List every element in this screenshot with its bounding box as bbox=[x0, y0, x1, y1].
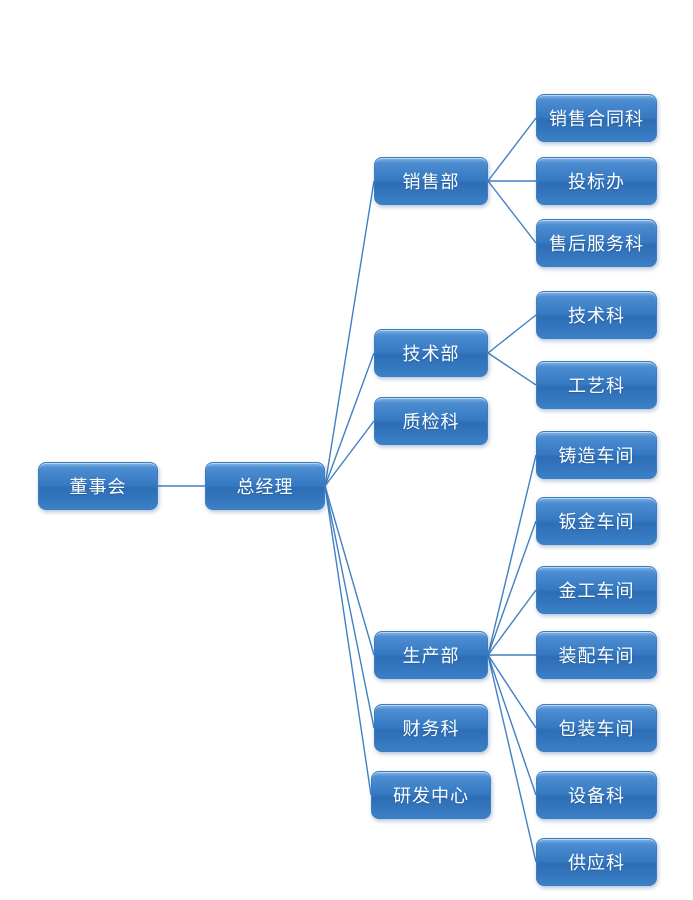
org-node-yanfazhongxin: 研发中心 bbox=[371, 771, 491, 819]
connector-line bbox=[324, 352, 375, 487]
connector-line bbox=[324, 420, 375, 487]
org-node-baozhuangchejian: 包装车间 bbox=[536, 704, 657, 752]
connector-line bbox=[487, 117, 537, 182]
org-node-caiwuke: 财务科 bbox=[374, 704, 488, 752]
connector-line bbox=[487, 314, 537, 354]
connector-line bbox=[324, 485, 375, 656]
org-node-dongshihui: 董事会 bbox=[38, 462, 158, 510]
org-node-gongyingke: 供应科 bbox=[536, 838, 657, 886]
org-node-zongjingli: 总经理 bbox=[205, 462, 325, 510]
connector-line bbox=[324, 485, 372, 796]
connector-line bbox=[324, 485, 375, 729]
org-node-banjinchejian: 钣金车间 bbox=[536, 497, 657, 545]
connector-line bbox=[487, 589, 537, 656]
org-node-zhuzaochejian: 铸造车间 bbox=[536, 431, 657, 479]
org-node-zhijianke: 质检科 bbox=[374, 397, 488, 445]
connector-line bbox=[487, 654, 537, 729]
org-node-jingongchejian: 金工车间 bbox=[536, 566, 657, 614]
org-node-xiaoshouhetongke: 销售合同科 bbox=[536, 94, 657, 142]
org-node-xiaoshoubu: 销售部 bbox=[374, 157, 488, 205]
connector-line bbox=[487, 654, 537, 863]
org-node-shouhoufuwuke: 售后服务科 bbox=[536, 219, 657, 267]
connector-line bbox=[487, 352, 537, 386]
connector-line bbox=[487, 520, 537, 656]
connector-line bbox=[487, 454, 537, 656]
connector-line bbox=[487, 180, 537, 244]
org-node-shengchanbu: 生产部 bbox=[374, 631, 488, 679]
org-node-shebeike: 设备科 bbox=[536, 771, 657, 819]
org-node-zhuangpeichejian: 装配车间 bbox=[536, 631, 657, 679]
connector-line bbox=[487, 654, 537, 796]
org-node-toubiaoban: 投标办 bbox=[536, 157, 657, 205]
org-node-jishuke: 技术科 bbox=[536, 291, 657, 339]
org-node-jishubu: 技术部 bbox=[374, 329, 488, 377]
connector-line bbox=[324, 180, 375, 487]
org-node-gongyike: 工艺科 bbox=[536, 361, 657, 409]
